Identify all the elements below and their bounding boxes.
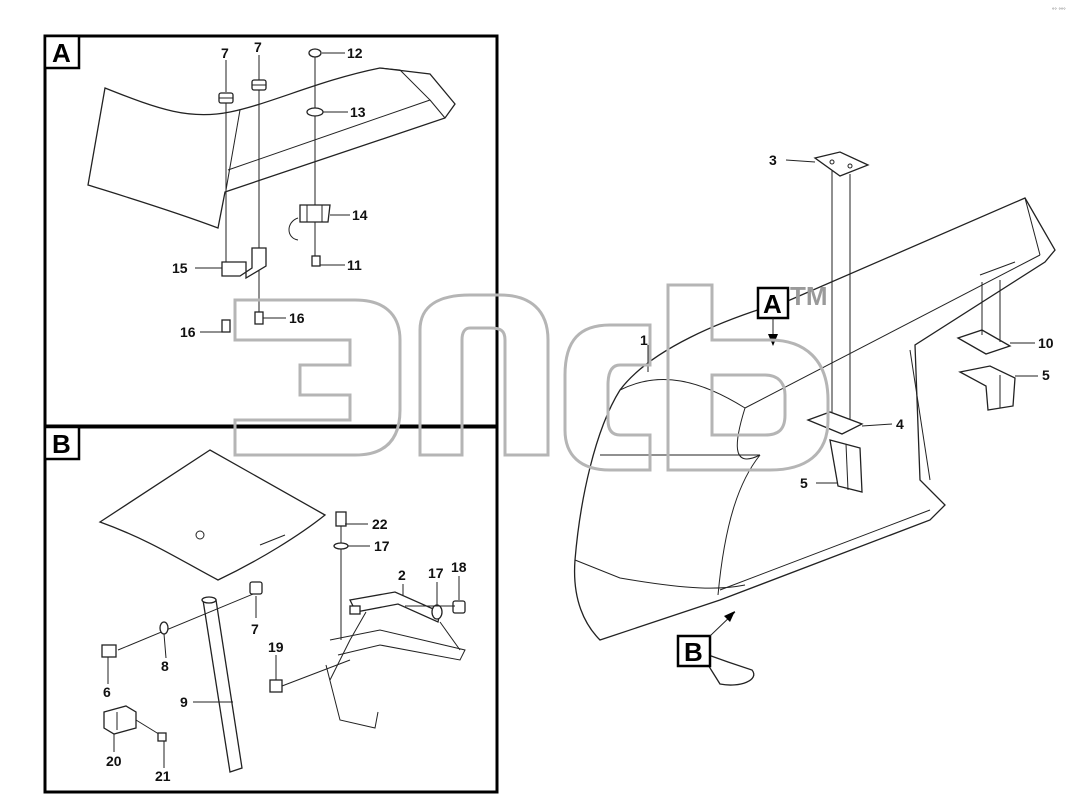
- callout-6: 6: [103, 684, 111, 700]
- watermark-tm: TM: [790, 281, 828, 311]
- bolt-22: [335, 511, 347, 527]
- detail-a-letter: A: [52, 38, 71, 68]
- callout-7-b: 7: [251, 621, 259, 637]
- pointer-b-letter: B: [684, 637, 703, 667]
- callout-16-a1: 16: [180, 324, 196, 340]
- plate-4: [806, 411, 864, 435]
- nut-7-a2: [251, 79, 267, 91]
- bolt-16-a2: [254, 311, 264, 325]
- callout-14: 14: [352, 207, 368, 223]
- callout-20: 20: [106, 753, 122, 769]
- washer-17-b1: [333, 542, 349, 550]
- watermark-logo: TM: [233, 281, 830, 472]
- washer-13: [306, 107, 324, 117]
- pointer-a-box: [756, 286, 790, 320]
- detail-a-label-box: [43, 34, 81, 70]
- callout-5-right: 5: [1042, 367, 1050, 383]
- callout-4: 4: [896, 416, 904, 432]
- callout-19: 19: [268, 639, 284, 655]
- hinge-5-center: [829, 439, 863, 493]
- bracket-15: [221, 247, 267, 280]
- nut-7-a1: [218, 92, 234, 104]
- plate-10: [956, 329, 1012, 355]
- pointer-a-letter: A: [763, 289, 782, 319]
- nut-12: [308, 48, 322, 58]
- callout-16-a2: 16: [289, 310, 305, 326]
- callout-21: 21: [155, 768, 171, 784]
- corner-mark: °° °°°: [1052, 8, 1066, 14]
- callout-7-a1: 7: [221, 45, 229, 61]
- hinge-5-right: [958, 365, 1016, 411]
- callout-12: 12: [347, 45, 363, 61]
- callout-13: 13: [350, 104, 366, 120]
- callout-17-b2: 17: [428, 565, 444, 581]
- main-fender-assembly: A B 3 1 4 5 10 5: [573, 151, 1056, 686]
- detail-b-letter: B: [52, 429, 71, 459]
- bolt-6: [101, 644, 117, 658]
- bolt-21: [135, 719, 167, 742]
- clamp-20: [103, 705, 137, 735]
- callout-15: 15: [172, 260, 188, 276]
- callout-5-center: 5: [800, 475, 808, 491]
- fender-plate-b: [98, 449, 327, 581]
- bolt-11: [311, 255, 321, 267]
- callout-11: 11: [347, 257, 362, 273]
- callout-22: 22: [372, 516, 388, 532]
- callout-7-a2: 7: [254, 39, 262, 55]
- fender-panel-a: [87, 67, 456, 229]
- washer-17-b2: [431, 604, 443, 620]
- pointer-b-box: [676, 634, 712, 668]
- detail-b-label-box: [43, 425, 81, 461]
- detail-view-a: A: [43, 34, 499, 428]
- callout-9: 9: [180, 694, 188, 710]
- nut-18: [452, 600, 466, 614]
- clip-14: [288, 204, 331, 241]
- washer-8: [159, 621, 169, 635]
- detail-b-frame: [43, 425, 499, 794]
- callout-18: 18: [451, 559, 467, 575]
- nut-7-b: [249, 581, 263, 595]
- callout-8: 8: [161, 658, 169, 674]
- detail-view-b: B: [43, 425, 499, 794]
- callout-17-b1: 17: [374, 538, 390, 554]
- callout-1: 1: [640, 332, 648, 348]
- callout-3: 3: [769, 152, 777, 168]
- bolt-19: [269, 679, 283, 693]
- callout-2: 2: [398, 567, 406, 583]
- bracket-2: [325, 591, 466, 729]
- plate-3: [813, 151, 870, 177]
- bolt-16-a1: [221, 319, 231, 333]
- callout-10: 10: [1038, 335, 1054, 351]
- post-9: [201, 596, 243, 773]
